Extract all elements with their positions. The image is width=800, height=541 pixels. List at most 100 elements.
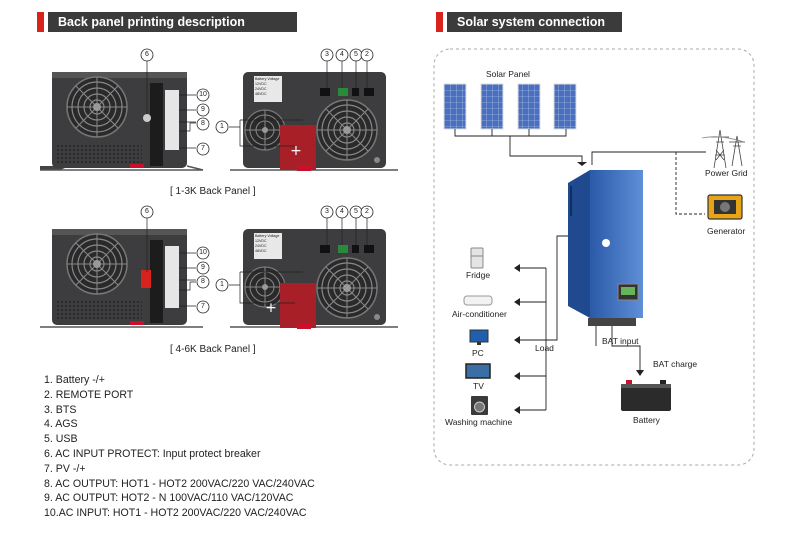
callout-number: 4 xyxy=(340,51,344,58)
air-conditioner-label: Air-conditioner xyxy=(452,309,507,319)
fan-icon xyxy=(316,257,378,319)
grid-wiring xyxy=(591,151,706,215)
fan-icon xyxy=(244,109,286,151)
header-accent-bar xyxy=(436,12,443,32)
battery-icon xyxy=(621,380,671,411)
solar-connection-header: Solar system connection xyxy=(436,12,622,32)
caption-1-3k: [ 1-3K Back Panel ] xyxy=(170,186,256,197)
callout-number: 10 xyxy=(199,249,207,256)
breaker-slot xyxy=(150,83,163,166)
callout-number: 8 xyxy=(201,278,205,285)
legend-item: 2. REMOTE PORT xyxy=(44,388,134,401)
callout-number: 1 xyxy=(220,123,224,130)
breaker-icon xyxy=(141,270,151,288)
callout-number: 9 xyxy=(201,106,205,113)
back-panel-4-6k-left-unit xyxy=(40,229,203,328)
back-panel-header: Back panel printing description xyxy=(37,12,297,32)
battery-voltage-text-bottom: Battery Voltage 12VDC 24VDC 48VDC xyxy=(255,234,279,254)
voltage-line: Battery Voltage xyxy=(255,77,280,81)
remote-port xyxy=(364,88,374,96)
callout-number: 9 xyxy=(201,264,205,271)
load-label: Load xyxy=(535,343,554,353)
inverter-icon xyxy=(568,170,643,326)
battery-terminal-cover xyxy=(280,283,316,328)
voltage-line: 24VDC xyxy=(255,244,267,248)
callout-number: 6 xyxy=(145,51,149,58)
pc-icon xyxy=(469,329,489,345)
back-panel-4-6k-right-unit: + xyxy=(230,229,398,329)
bat-input-label: BAT input xyxy=(602,336,639,346)
power-tower-icon xyxy=(701,129,745,169)
legend-list: 1. Battery -/+ 2. REMOTE PORT 3. BTS 4. … xyxy=(44,373,315,521)
battery-wiring xyxy=(595,326,641,374)
washing-machine-icon xyxy=(471,396,488,415)
battery-voltage-label xyxy=(254,233,282,259)
svg-text:+: + xyxy=(265,300,277,316)
svg-text:+: + xyxy=(290,143,302,159)
breaker-icon xyxy=(143,114,151,122)
voltage-line: 12VDC xyxy=(255,82,267,86)
terminal-block-icon xyxy=(165,246,179,308)
ags-port xyxy=(338,88,348,96)
voltage-line: 48VDC xyxy=(255,249,267,253)
fridge-label: Fridge xyxy=(466,270,491,280)
solar-connection-title: Solar system connection xyxy=(447,12,622,32)
callout-number: 3 xyxy=(325,208,329,215)
usb-port xyxy=(352,88,359,96)
battery-voltage-label xyxy=(254,76,282,102)
voltage-line: 24VDC xyxy=(255,87,267,91)
fan-icon xyxy=(66,233,128,295)
callout-number: 8 xyxy=(201,120,205,127)
battery-voltage-text-top: Battery Voltage 12VDC 24VDC 48VDC xyxy=(255,77,279,97)
fan-icon xyxy=(66,76,128,138)
back-panel-1-3k-right-unit: + xyxy=(230,72,398,171)
fan-icon xyxy=(316,99,378,161)
callout-number: 6 xyxy=(145,208,149,215)
tv-label: TV xyxy=(473,381,484,391)
air-conditioner-icon xyxy=(463,295,493,306)
legend-item: 6. AC INPUT PROTECT: Input protect break… xyxy=(44,447,261,460)
callout-number: 7 xyxy=(201,303,205,310)
legend-item: 7. PV -/+ xyxy=(44,462,86,475)
vent-grid xyxy=(57,300,142,320)
solar-wiring xyxy=(454,129,583,165)
solar-panel-icon xyxy=(443,83,577,130)
caption-4-6k: [ 4-6K Back Panel ] xyxy=(170,344,256,355)
callout-number: 1 xyxy=(220,281,224,288)
callout-number: 5 xyxy=(354,51,358,58)
callout-number: 5 xyxy=(354,208,358,215)
callout-number: 3 xyxy=(325,51,329,58)
vent-grid xyxy=(57,143,142,163)
back-panel-title: Back panel printing description xyxy=(48,12,297,32)
callout-number: 7 xyxy=(201,145,205,152)
generator-label: Generator xyxy=(707,226,746,236)
legend-item: 1. Battery -/+ xyxy=(44,374,105,386)
voltage-line: 48VDC xyxy=(255,92,267,96)
battery-terminal-cover xyxy=(280,125,316,170)
legend-item: 9. AC OUTPUT: HOT2 - N 100VAC/110 VAC/12… xyxy=(44,492,294,505)
callout-number: 4 xyxy=(340,208,344,215)
bts-port xyxy=(320,88,330,96)
legend-item: 10.AC INPUT: HOT1 - HOT2 200VAC/220 VAC/… xyxy=(44,507,307,520)
back-panel-1-3k-left-unit xyxy=(40,72,204,171)
breaker-slot xyxy=(150,240,163,323)
voltage-line: 12VDC xyxy=(255,239,267,243)
system-frame xyxy=(433,48,755,466)
terminal-block-icon xyxy=(165,90,179,150)
legend-item: 8. AC OUTPUT: HOT1 - HOT2 200VAC/220 VAC… xyxy=(44,477,315,490)
legend-item: 3. BTS xyxy=(44,403,77,416)
battery-label: Battery xyxy=(633,415,660,425)
solar-panel-label: Solar Panel xyxy=(486,69,530,79)
bat-charge-label: BAT charge xyxy=(653,359,698,369)
tv-icon xyxy=(465,363,491,379)
generator-icon xyxy=(707,194,743,220)
legend-item: 5. USB xyxy=(44,433,78,446)
legend-item: 4. AGS xyxy=(44,418,78,431)
callout-number: 2 xyxy=(365,51,369,58)
callout-number: 10 xyxy=(199,91,207,98)
callout-lines xyxy=(146,61,368,307)
header-accent-bar xyxy=(37,12,44,32)
load-wiring xyxy=(520,235,568,411)
callout-number: 2 xyxy=(365,208,369,215)
